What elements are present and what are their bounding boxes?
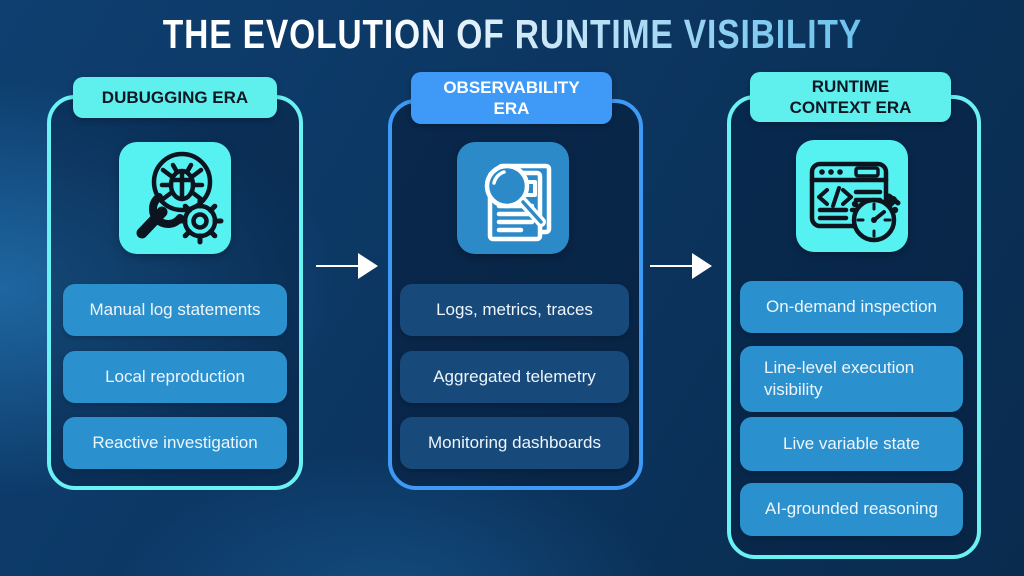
era-item: Line-level execution visibility bbox=[740, 346, 963, 412]
era-item: Local reproduction bbox=[63, 351, 287, 403]
era-label: DUBUGGING ERA bbox=[101, 87, 249, 107]
card-header-observability-era: OBSERVABILITY ERA bbox=[411, 72, 612, 124]
era-item: On-demand inspection bbox=[740, 281, 963, 333]
era-item: Logs, metrics, traces bbox=[400, 284, 629, 336]
arrow-head bbox=[358, 253, 378, 279]
card-header-debugging-era: DUBUGGING ERA bbox=[73, 77, 277, 118]
card-header-runtime-context-era: RUNTIME CONTEXT ERA bbox=[750, 72, 951, 122]
arrow-head bbox=[692, 253, 712, 279]
code-window-stopwatch-icon-art bbox=[809, 161, 901, 243]
era-item: Manual log statements bbox=[63, 284, 287, 336]
arrow-shaft bbox=[316, 264, 361, 267]
era-label: RUNTIME CONTEXT ERA bbox=[789, 76, 912, 117]
era-label: OBSERVABILITY ERA bbox=[443, 77, 580, 118]
era-item: AI-grounded reasoning bbox=[740, 483, 963, 536]
era-item: Monitoring dashboards bbox=[400, 417, 629, 469]
magnifying-glass-document-icon bbox=[457, 142, 569, 254]
bug-wrench-gear-icon-art bbox=[136, 151, 224, 245]
magnifying-glass-document-icon-art bbox=[484, 163, 552, 242]
arrow-shaft bbox=[650, 264, 695, 267]
bug-wrench-gear-icon bbox=[119, 142, 231, 254]
era-item: Reactive investigation bbox=[63, 417, 287, 469]
page-title: THE EVOLUTION OF RUNTIME VISIBILITY bbox=[162, 11, 862, 57]
era-item: Live variable state bbox=[740, 417, 963, 471]
arrow-right-icon bbox=[316, 253, 378, 279]
arrow-right-icon bbox=[650, 253, 712, 279]
era-item: Aggregated telemetry bbox=[400, 351, 629, 403]
code-window-stopwatch-icon bbox=[796, 140, 908, 252]
title-bar: THE EVOLUTION OF RUNTIME VISIBILITY bbox=[0, 11, 1024, 57]
